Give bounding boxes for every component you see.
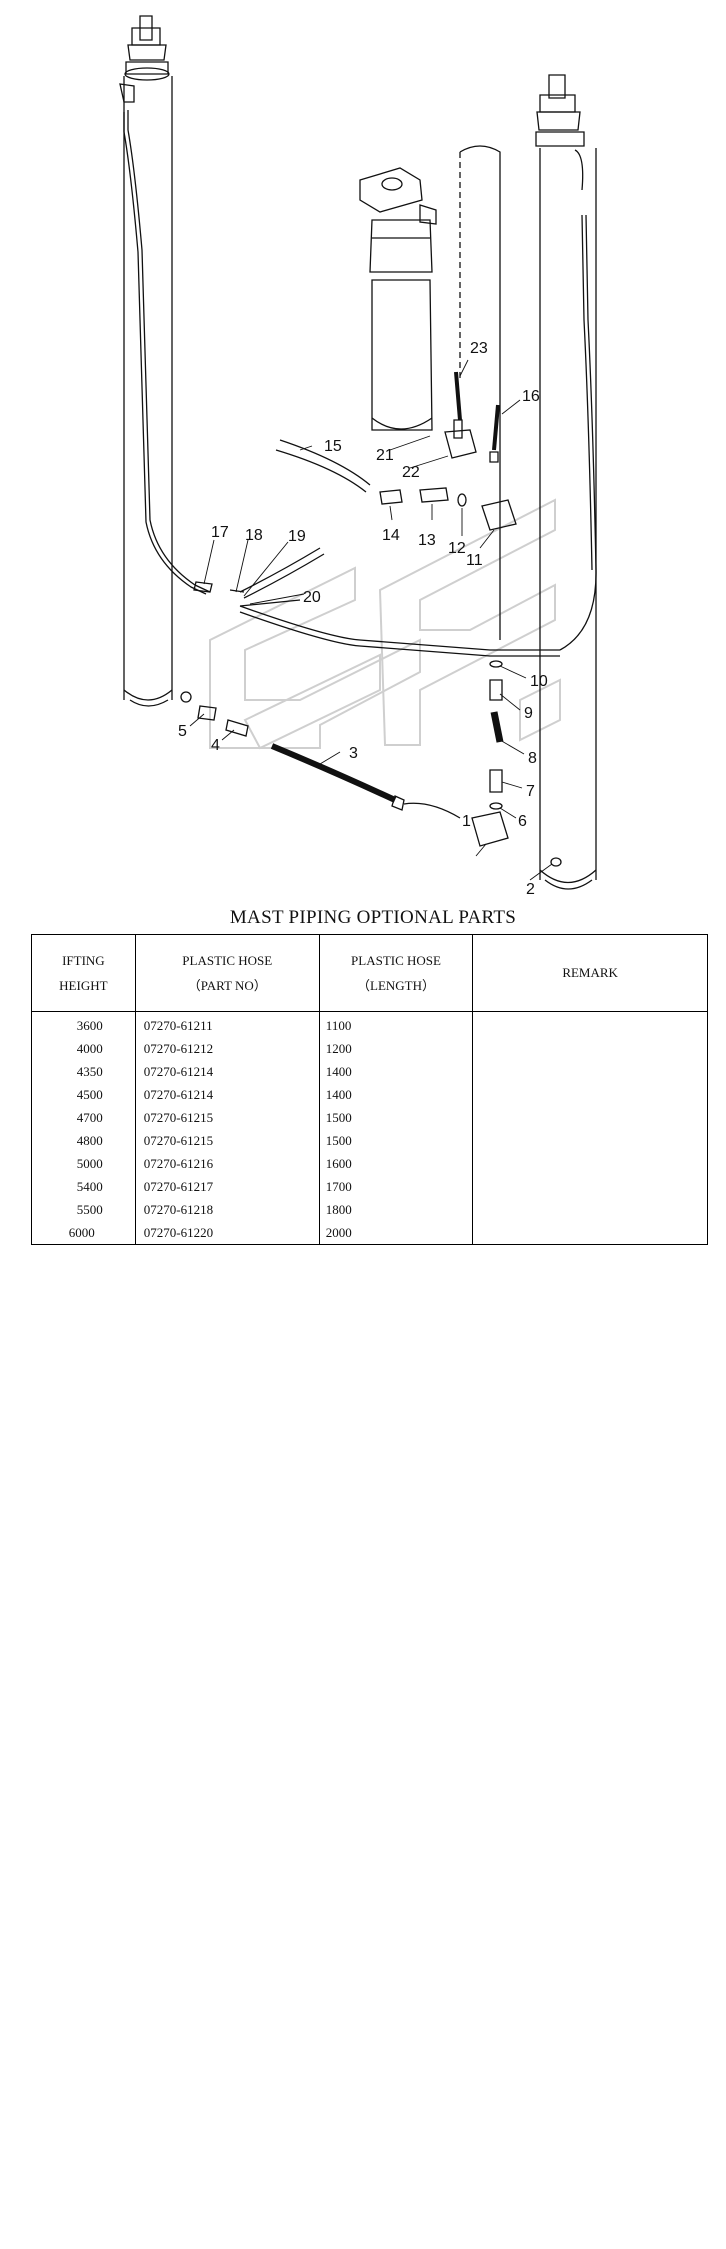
hose-3 bbox=[270, 743, 397, 803]
optional-parts-table: IFTING HEIGHT PLASTIC HOSE （PART NO） PLA… bbox=[31, 934, 708, 2249]
table-header-row: IFTING HEIGHT PLASTIC HOSE （PART NO） PLA… bbox=[31, 934, 708, 1012]
callout-14: 14 bbox=[382, 527, 400, 544]
header-lifting-height: IFTING HEIGHT bbox=[31, 934, 136, 1012]
header-length: PLASTIC HOSE （LENGTH） bbox=[318, 934, 474, 1012]
callout-17: 17 bbox=[211, 524, 229, 541]
header-part-no: PLASTIC HOSE （PART NO） bbox=[134, 934, 320, 1012]
callout-10: 10 bbox=[530, 673, 548, 690]
left-mast-cylinder bbox=[123, 15, 192, 707]
callout-labels: 1 2 3 4 5 6 7 8 9 10 11 12 13 14 15 16 1… bbox=[178, 340, 548, 898]
callout-1: 1 bbox=[462, 813, 471, 830]
callout-4: 4 bbox=[211, 737, 220, 754]
callout-19: 19 bbox=[288, 528, 306, 545]
table-title: MAST PIPING OPTIONAL PARTS bbox=[229, 907, 517, 928]
callout-2: 2 bbox=[526, 881, 535, 898]
callout-20: 20 bbox=[303, 589, 321, 606]
mast-piping-drawing: 1 2 3 4 5 6 7 8 9 10 11 12 13 14 15 16 1… bbox=[119, 15, 597, 898]
callout-11: 11 bbox=[466, 552, 483, 569]
left-hose bbox=[127, 110, 211, 593]
main-pipe bbox=[239, 605, 560, 651]
callout-22: 22 bbox=[402, 464, 420, 481]
callout-12: 12 bbox=[448, 540, 466, 557]
right-hose bbox=[559, 214, 597, 651]
callout-21: 21 bbox=[376, 447, 394, 464]
callout-6: 6 bbox=[518, 813, 527, 830]
watermark-logo bbox=[209, 498, 561, 750]
callout-7: 7 bbox=[526, 783, 535, 800]
lift-cylinder bbox=[359, 167, 437, 431]
callout-18: 18 bbox=[245, 527, 263, 544]
callout-8: 8 bbox=[528, 750, 537, 767]
callout-9: 9 bbox=[524, 705, 533, 722]
callout-13: 13 bbox=[418, 532, 436, 549]
right-mast-cylinder bbox=[535, 74, 597, 890]
header-remark: REMARK bbox=[472, 934, 708, 1012]
callout-5: 5 bbox=[178, 723, 187, 740]
callout-3: 3 bbox=[349, 745, 358, 762]
callout-16: 16 bbox=[522, 388, 540, 405]
callout-23: 23 bbox=[470, 340, 488, 357]
callout-15: 15 bbox=[324, 438, 342, 455]
